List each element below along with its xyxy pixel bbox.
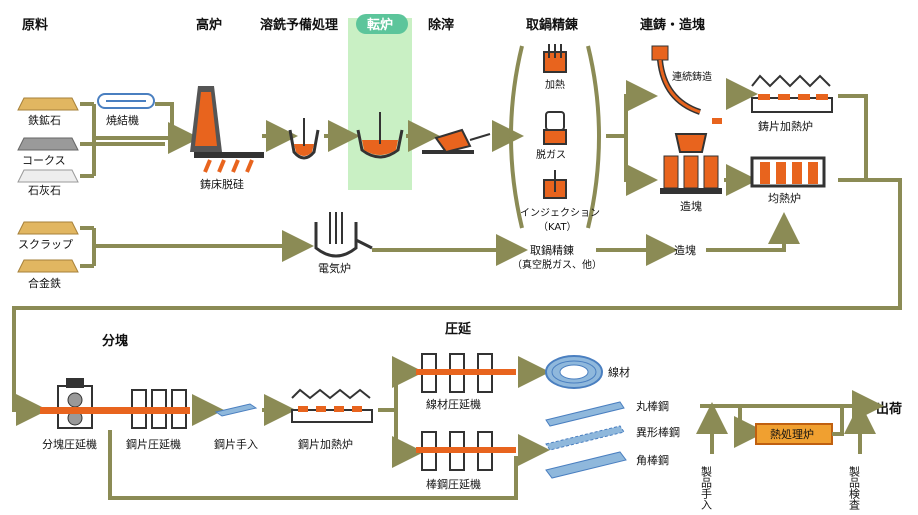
bar-mill-icon bbox=[416, 431, 516, 471]
billet-heating-furnace-icon bbox=[291, 388, 373, 423]
soaking-pit-icon bbox=[750, 156, 826, 188]
label-injection-2: （KAT） bbox=[538, 221, 577, 233]
label-square-bar: 角棒鋼 bbox=[636, 453, 669, 467]
header-raw-materials: 原料 bbox=[22, 17, 48, 33]
label-billet-heating-furnace: 鋼片加熱炉 bbox=[298, 437, 353, 451]
label-soaking-pit: 均熱炉 bbox=[768, 192, 801, 205]
deformed-bar-icon bbox=[545, 425, 625, 451]
degassing-vessel-icon bbox=[543, 111, 567, 145]
label-ingot-casting-2: 造塊 bbox=[674, 243, 696, 257]
round-bar-icon bbox=[545, 401, 625, 427]
limestone-icon bbox=[17, 169, 79, 183]
blooming-mill-icon bbox=[57, 378, 93, 429]
header-casting: 連鋳・造塊 bbox=[640, 17, 705, 33]
label-injection-1: インジェクション bbox=[520, 207, 600, 219]
header-blast-furnace: 高炉 bbox=[196, 17, 222, 33]
label-continuous-casting: 連続鋳造 bbox=[672, 70, 712, 83]
pretreatment-ladle-icon bbox=[288, 118, 320, 160]
label-wire-mill: 線材圧延機 bbox=[426, 397, 481, 411]
label-cast-floor: 鋳床脱硅 bbox=[200, 177, 244, 191]
slab-heating-furnace-icon bbox=[751, 74, 833, 113]
label-slab-heating-furnace: 鋳片加熱炉 bbox=[758, 119, 813, 133]
alloy-iron-icon bbox=[17, 259, 79, 273]
label-billet-care: 鋼片手入 bbox=[214, 437, 258, 451]
label-heat-treatment: 熱処理炉 bbox=[770, 428, 814, 441]
wire-rod-coil-icon bbox=[545, 355, 603, 389]
scrap-icon bbox=[17, 221, 79, 235]
iron-ore-icon bbox=[17, 97, 79, 111]
converter-highlight bbox=[348, 18, 412, 190]
material-coke: コークス bbox=[22, 154, 66, 167]
wire-mill-icon bbox=[416, 353, 516, 393]
header-secondary-refining: 取鍋精錬 bbox=[526, 17, 579, 33]
label-ladle-refining-sub: （真空脱ガス、他） bbox=[512, 258, 602, 271]
label-wire-rod: 線材 bbox=[608, 365, 630, 379]
material-alloy-iron: 合金鉄 bbox=[28, 276, 61, 290]
header-deslag: 除滓 bbox=[428, 17, 454, 33]
header-rolling: 圧延 bbox=[445, 321, 472, 337]
label-blooming-mill: 分塊圧延機 bbox=[42, 437, 97, 451]
material-scrap: スクラップ bbox=[18, 238, 73, 251]
sintering-machine-icon bbox=[97, 93, 155, 109]
electric-furnace-icon bbox=[314, 212, 373, 258]
label-deformed-bar: 異形棒鋼 bbox=[636, 425, 680, 439]
label-product-inspection: 製品検査 bbox=[848, 465, 861, 510]
continuous-caster-icon bbox=[651, 45, 722, 124]
material-iron-ore: 鉄鉱石 bbox=[28, 113, 61, 127]
square-bar-icon bbox=[545, 451, 627, 479]
blast-furnace-icon bbox=[190, 86, 264, 173]
converter-icon bbox=[356, 112, 404, 159]
coke-icon bbox=[17, 137, 79, 151]
label-ladle-refining: 取鍋精錬 bbox=[530, 243, 574, 257]
material-limestone: 石灰石 bbox=[28, 183, 61, 197]
label-degassing: 脱ガス bbox=[536, 148, 566, 161]
header-shipping: 出荷 bbox=[876, 401, 902, 417]
label-ingot-casting: 造塊 bbox=[680, 199, 702, 213]
header-blooming: 分塊 bbox=[102, 333, 128, 349]
hot-billet-bar bbox=[40, 407, 190, 414]
label-heating: 加熱 bbox=[545, 78, 565, 91]
label-product-care: 製品手入 bbox=[700, 465, 713, 510]
ladle-heating-icon bbox=[543, 44, 567, 73]
label-electric-furnace: 電気炉 bbox=[318, 261, 351, 275]
billet-care-icon bbox=[214, 403, 258, 417]
header-pretreatment: 溶銑予備処理 bbox=[260, 17, 338, 33]
deslag-ladle-icon bbox=[422, 128, 491, 154]
converter-header-pill bbox=[356, 14, 408, 34]
ingot-casting-icon bbox=[660, 133, 722, 194]
injection-vessel-icon bbox=[543, 170, 567, 199]
label-sintering: 焼結機 bbox=[106, 113, 139, 127]
header-converter: 転炉 bbox=[367, 17, 393, 33]
raw-material-flow bbox=[80, 102, 314, 268]
label-bar-mill: 棒鋼圧延機 bbox=[426, 477, 481, 491]
label-round-bar: 丸棒鋼 bbox=[636, 399, 669, 413]
label-billet-mill: 鋼片圧延機 bbox=[126, 437, 181, 451]
